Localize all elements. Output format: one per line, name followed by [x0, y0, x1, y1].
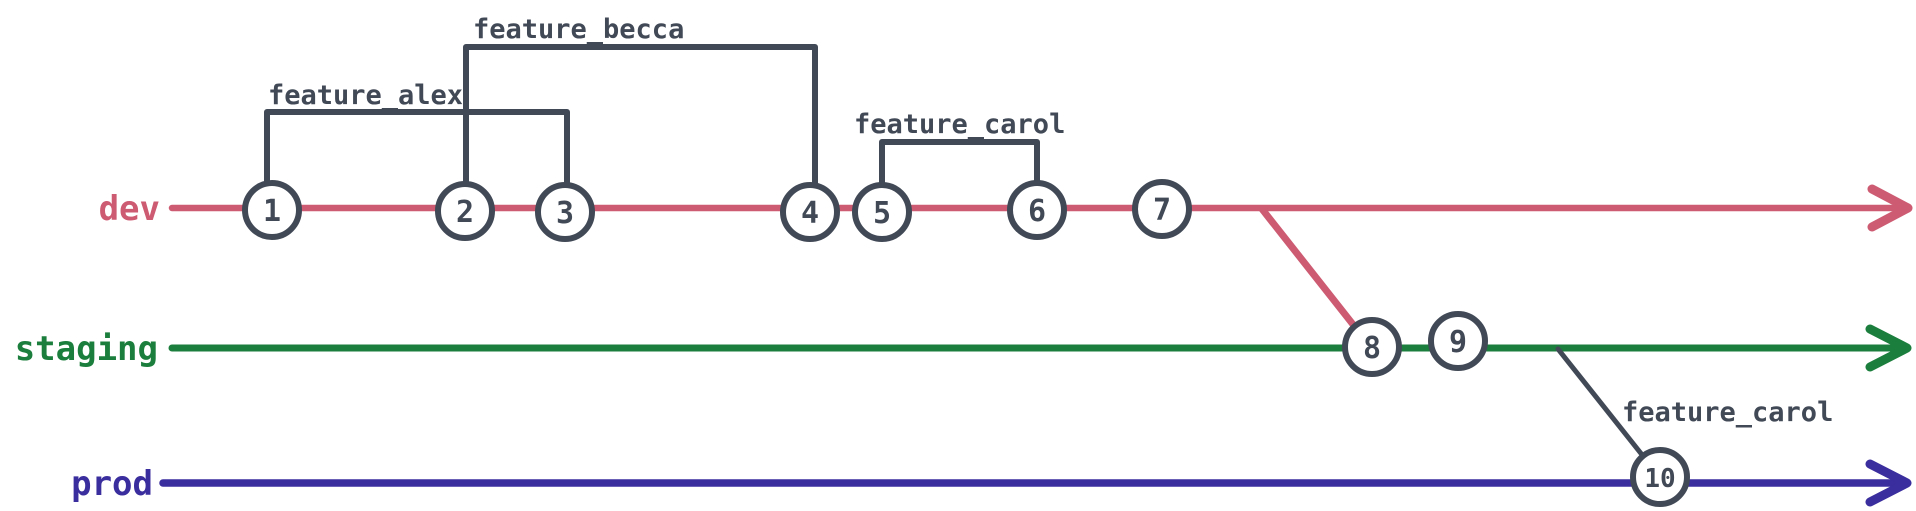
commit-5-node	[852, 182, 912, 242]
arrowhead-prod-icon	[1865, 459, 1912, 507]
commit-10-node	[1630, 447, 1690, 507]
branch-line-feature-carol-to-prod	[1555, 346, 1646, 459]
commit-7-number: 7	[1153, 193, 1171, 228]
branch-prod: prod	[71, 459, 1912, 507]
feature-carol-bracket	[879, 139, 1040, 188]
commit-5-number: 5	[873, 196, 891, 231]
feature-becca-label: feature_becca	[473, 14, 684, 45]
branch-label-staging: staging	[15, 329, 158, 369]
commit-10-number: 10	[1644, 464, 1675, 494]
commit-4-node	[780, 182, 840, 242]
branch-staging: staging	[15, 324, 1912, 372]
commit-6: 6	[1007, 180, 1067, 240]
commit-8-number: 8	[1363, 331, 1381, 366]
commit-4: 4	[780, 182, 840, 242]
feature-carol-label: feature_carol	[854, 109, 1065, 140]
commit-2-node	[435, 181, 495, 241]
feature-carol-prod-label: feature_carol	[1622, 397, 1833, 428]
arrowhead-dev-icon	[1867, 184, 1913, 232]
commit-5: 5	[852, 182, 912, 242]
feature-becca-bracket	[463, 44, 818, 188]
commit-8: 8	[1342, 317, 1402, 377]
commit-9-number: 9	[1449, 325, 1467, 360]
branch-label-dev: dev	[99, 189, 160, 229]
commit-1: 1	[242, 180, 302, 240]
feature-alex: feature_alex	[264, 80, 570, 187]
commit-2-number: 2	[456, 195, 474, 230]
commit-1-node	[242, 180, 302, 240]
feature-alex-bracket	[264, 109, 570, 187]
feature-alex-label: feature_alex	[268, 80, 463, 111]
commit-3: 3	[535, 182, 595, 242]
branch-label-prod: prod	[71, 464, 153, 504]
commit-4-number: 4	[801, 196, 819, 231]
feature-becca: feature_becca	[463, 14, 818, 188]
commit-7: 7	[1132, 179, 1192, 239]
commit-3-number: 3	[556, 196, 574, 231]
commit-9: 9	[1428, 311, 1488, 371]
commit-6-node	[1007, 180, 1067, 240]
commit-7-node	[1132, 179, 1192, 239]
feature-carol-dev: feature_carol	[854, 109, 1065, 188]
commit-9-node	[1428, 311, 1488, 371]
arrowhead-staging-icon	[1865, 324, 1912, 372]
branch-dev: dev	[99, 184, 1913, 232]
merge-line-dev-to-staging	[1258, 205, 1359, 331]
commit-8-node	[1342, 317, 1402, 377]
commit-3-node	[535, 182, 595, 242]
commit-2: 2	[435, 181, 495, 241]
commit-1-number: 1	[263, 194, 281, 229]
commit-10: 10	[1630, 447, 1690, 507]
commit-6-number: 6	[1028, 194, 1046, 229]
